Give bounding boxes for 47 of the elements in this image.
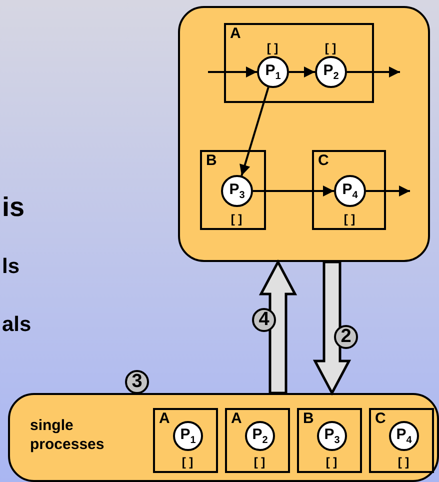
process-label: P$_{2}$: [252, 426, 268, 446]
panel-box: [178, 6, 430, 262]
process-label: P$_{2}$: [323, 62, 339, 82]
process-group-box: [312, 150, 386, 230]
heading-fragment: als: [2, 313, 32, 337]
step-number-badge: 4: [252, 308, 276, 332]
process-group-box: [297, 408, 362, 473]
bracket-label: [ ]: [324, 454, 338, 468]
process-label: P$_{1}$: [180, 426, 196, 446]
bracket-label: [ ]: [324, 40, 338, 54]
group-letter: C: [318, 153, 329, 168]
process-label: P$_{3}$: [229, 181, 245, 201]
arrow: [347, 66, 400, 78]
step-number-badge: 2: [334, 325, 358, 349]
process-group-box: [200, 150, 266, 230]
group-letter: B: [206, 153, 217, 168]
bracket-label: [ ]: [230, 212, 244, 226]
step-number-badge: 3: [125, 370, 149, 394]
group-letter: B: [303, 411, 314, 426]
group-letter: C: [375, 411, 386, 426]
arrow: [258, 259, 298, 394]
arrow: [253, 186, 334, 196]
group-letter: A: [230, 26, 241, 41]
arrow: [312, 260, 352, 396]
arrow: [240, 87, 270, 176]
process-group-box: [369, 408, 434, 473]
process-label: P$_{4}$: [342, 181, 358, 201]
panel-title: single processes: [30, 417, 106, 454]
bracket-label: [ ]: [342, 212, 356, 226]
process-label: P$_{3}$: [324, 426, 340, 446]
group-letter: A: [231, 411, 242, 426]
process-group-box: [225, 408, 290, 473]
panel-box: [8, 393, 439, 482]
process-group-box: [153, 408, 218, 473]
arrow: [208, 66, 257, 78]
heading-fragment: is: [2, 192, 25, 223]
bracket-label: [ ]: [180, 454, 194, 468]
bracket-label: [ ]: [252, 454, 266, 468]
process-label: P$_{1}$: [265, 62, 281, 82]
group-letter: A: [159, 411, 170, 426]
bracket-label: [ ]: [266, 40, 280, 54]
arrow: [289, 66, 315, 78]
process-label: P$_{4}$: [396, 426, 412, 446]
process-group-box: [224, 23, 374, 103]
heading-fragment: ls: [2, 255, 20, 279]
arrow: [366, 186, 410, 196]
bracket-label: [ ]: [396, 454, 410, 468]
